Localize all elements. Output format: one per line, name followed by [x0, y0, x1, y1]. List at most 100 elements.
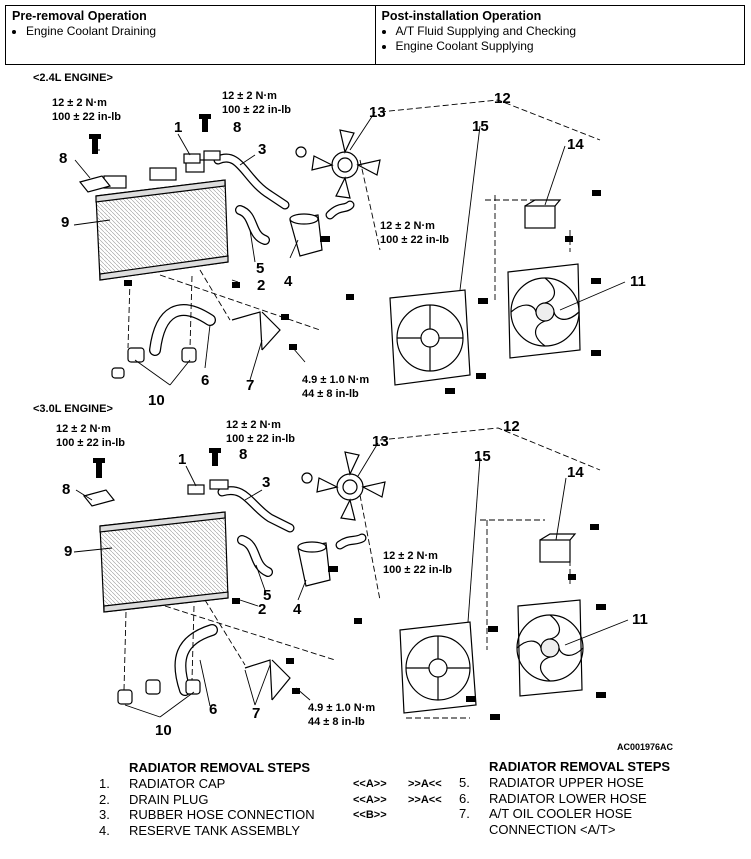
list-item: 4. RESERVE TANK ASSEMBLY [99, 823, 315, 839]
step-tag: <<A>> [353, 793, 387, 806]
relay-24 [524, 199, 562, 229]
radiator-24 [95, 159, 229, 281]
callout-3: 3 [258, 141, 266, 158]
step-number [459, 822, 489, 838]
callouts-30: 1 2 3 4 5 6 7 8 8 9 10 11 12 13 14 15 [62, 418, 648, 739]
step-text: RADIATOR UPPER HOSE [489, 775, 644, 790]
pre-removal-column: Pre-removal Operation Engine Coolant Dra… [6, 6, 375, 64]
removal-steps-left: RADIATOR REMOVAL STEPS 1. RADIATOR CAP 2… [99, 760, 315, 838]
engine-24-label: <2.4L ENGINE> [33, 72, 113, 84]
engine-30-label: <3.0L ENGINE> [33, 403, 113, 415]
callout-4: 4 [284, 273, 293, 290]
callouts-24: 1 2 3 4 5 6 7 8 8 9 10 11 12 13 14 15 [59, 90, 646, 409]
torque-value: 100 ± 22 in-lb [56, 437, 125, 449]
callout-10: 10 [155, 722, 172, 739]
list-item: CONNECTION <A/T> [459, 822, 647, 838]
list-item: 1. RADIATOR CAP [99, 776, 315, 792]
step-tag: <<B>> [353, 809, 387, 821]
callout-1: 1 [174, 119, 182, 136]
callout-15: 15 [474, 448, 491, 465]
post-installation-title: Post-installation Operation [381, 9, 542, 23]
torque-specs-30: 12 ± 2 N·m 100 ± 22 in-lb 12 ± 2 N·m 100… [56, 419, 452, 728]
torque-value: 12 ± 2 N·m [52, 97, 107, 109]
step-text: RADIATOR CAP [129, 776, 226, 791]
torque-value: 100 ± 22 in-lb [226, 433, 295, 445]
callout-8: 8 [239, 446, 247, 463]
torque-value: 12 ± 2 N·m [222, 90, 277, 102]
callout-15: 15 [472, 118, 489, 135]
torque-value: 100 ± 22 in-lb [222, 104, 291, 116]
callout-1: 1 [178, 451, 186, 468]
callout-11: 11 [632, 611, 648, 628]
callout-2: 2 [257, 277, 265, 294]
step-text: DRAIN PLUG [129, 791, 209, 807]
shroud-30 [399, 621, 477, 714]
step-text: RADIATOR LOWER HOSE [489, 790, 647, 806]
step-number: 3. [99, 807, 110, 822]
callout-10: 10 [148, 392, 165, 409]
step-text: A/T OIL COOLER HOSE [489, 806, 633, 821]
diagram-2-4l [73, 99, 626, 394]
callout-9: 9 [61, 214, 69, 231]
list-item: 5. RADIATOR UPPER HOSE [459, 775, 647, 791]
step-text: RESERVE TANK ASSEMBLY [129, 822, 300, 838]
torque-value: 12 ± 2 N·m [383, 550, 438, 562]
radiator-30 [99, 511, 229, 613]
torque-value: 4.9 ± 1.0 N·m [302, 374, 369, 386]
callout-14: 14 [567, 464, 584, 481]
step-number: 5. [459, 775, 470, 790]
callout-3: 3 [262, 474, 270, 491]
fan-blade-24 [311, 129, 381, 199]
post-installation-item: Engine Coolant Supplying [396, 39, 739, 54]
callout-8: 8 [62, 481, 70, 498]
figure-code: AC001976AC [617, 742, 674, 752]
list-item: 3. RUBBER HOSE CONNECTION [99, 807, 315, 823]
step-number: 7. [459, 806, 470, 821]
callout-8: 8 [233, 119, 241, 136]
step-text: CONNECTION <A/T> [489, 821, 616, 837]
shroud-24 [389, 289, 471, 386]
list-item: 7. A/T OIL COOLER HOSE [459, 806, 647, 822]
callout-5: 5 [256, 260, 264, 277]
step-tags: <<A>> >>A<< <<A>> >>A<< <<B>> [353, 777, 460, 824]
torque-value: 100 ± 22 in-lb [380, 234, 449, 246]
post-installation-column: Post-installation Operation A/T Fluid Su… [374, 6, 745, 64]
step-text: RUBBER HOSE CONNECTION [129, 807, 315, 822]
callout-4: 4 [293, 601, 302, 618]
step-number: 6. [459, 790, 470, 806]
callout-2: 2 [258, 601, 266, 618]
callout-12: 12 [503, 418, 520, 435]
torque-value: 100 ± 22 in-lb [52, 111, 121, 123]
step-number: 4. [99, 822, 110, 838]
fan-blade-30 [316, 451, 386, 521]
callout-5: 5 [263, 587, 271, 604]
callout-7: 7 [246, 377, 254, 394]
operations-table: Pre-removal Operation Engine Coolant Dra… [5, 5, 745, 65]
callout-13: 13 [372, 433, 389, 450]
callout-12: 12 [494, 90, 511, 107]
steps-title: RADIATOR REMOVAL STEPS [129, 760, 311, 775]
callout-8: 8 [59, 150, 67, 167]
step-number: 1. [99, 776, 110, 791]
relay-30 [539, 533, 577, 563]
torque-specs-24: 12 ± 2 N·m 100 ± 22 in-lb 12 ± 2 N·m 100… [52, 90, 449, 400]
callout-6: 6 [209, 701, 217, 718]
callout-11: 11 [630, 273, 646, 290]
callout-7: 7 [252, 705, 260, 722]
step-tag: >>A<< [408, 793, 442, 806]
callout-13: 13 [369, 104, 386, 121]
list-item: 6. RADIATOR LOWER HOSE [459, 791, 647, 807]
fan-motor-24 [507, 263, 581, 359]
pre-removal-item: Engine Coolant Draining [26, 24, 369, 39]
torque-value: 12 ± 2 N·m [56, 423, 111, 435]
fan-motor-30 [516, 599, 584, 697]
removal-steps-right: RADIATOR REMOVAL STEPS 5. RADIATOR UPPER… [459, 759, 670, 837]
step-tag: >>A<< [408, 778, 442, 790]
callout-6: 6 [201, 372, 209, 389]
steps-title: RADIATOR REMOVAL STEPS [489, 759, 671, 774]
torque-value: 44 ± 8 in-lb [302, 388, 359, 400]
list-item: 2. DRAIN PLUG [99, 792, 315, 808]
torque-value: 100 ± 22 in-lb [383, 564, 452, 576]
torque-value: 12 ± 2 N·m [226, 419, 281, 431]
